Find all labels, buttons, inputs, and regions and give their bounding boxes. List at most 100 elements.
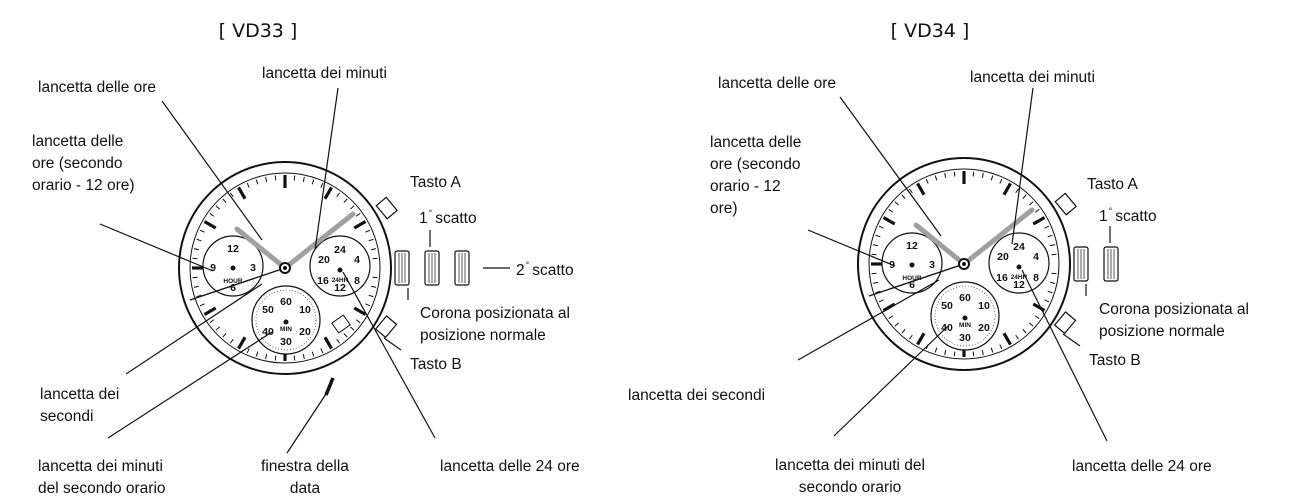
minute-tick [302,353,305,360]
minute-tick [1044,225,1050,229]
hour-marker [323,336,333,350]
minute-tick [972,351,975,357]
minute-tick [350,326,355,331]
minute-tick [343,198,348,203]
vd34-label-minutes-tz-1: lancetta dei minuti del [775,457,925,474]
vd33-ticks [192,175,378,361]
vd33-min-sub-60: 60 [280,296,292,308]
minute-tick [265,353,268,360]
vd34-min-sub-10: 10 [978,300,990,312]
minute-tick [343,333,348,338]
minute-tick [981,349,984,356]
hour-marker [353,306,367,316]
vd34-hour-hand [913,222,967,267]
hour-marker [237,336,247,350]
vd33-24h-sub-8: 8 [354,275,360,287]
vd34-leader-lines [797,87,1111,442]
minute-tick [320,182,324,188]
minute-tick [1015,188,1020,194]
hour-marker [203,220,217,230]
vd34-dial [868,168,1060,360]
minute-tick [1022,194,1027,199]
vd34-click1-text: scatto [1115,208,1156,225]
vd34-min-sub-30: 30 [959,332,971,344]
vd33-label-24h-hand: lancetta delle 24 ore [440,458,580,475]
vd34-label-crown-2: posizione normale [1099,323,1225,340]
minute-tick [888,315,894,320]
vd34-24h-sub-4: 4 [1033,251,1039,263]
vd33-24h-sub-label: 24HR [332,277,349,284]
minute-tick [192,257,198,260]
hour-marker [323,186,333,200]
vd34-24h-sub-12: 12 [1013,279,1025,291]
vd34-hour-sub-label: HOUR [902,275,921,282]
minute-tick [192,276,198,279]
minute-tick [355,212,361,217]
vd33-click1-text: scatto [435,210,476,227]
minute-tick [901,194,906,199]
vd34-button-b [1053,311,1077,335]
vd33-watch: 12 3 6 9 HOUR 24 4 8 12 16 20 24HR [178,161,470,375]
vd33-dial [189,172,381,364]
minute-tick [336,338,341,344]
minute-tick [999,344,1003,350]
minute-tick [372,276,378,279]
vd34-hour-sub-6: 6 [909,279,915,291]
minute-tick [908,188,913,194]
minute-tick [981,172,984,179]
minute-tick [215,326,220,331]
vd33-label-second-tz-hour-1: lancetta delle [32,133,123,150]
minute-tick [293,355,296,361]
vd33-label-hour-hand: lancetta delle ore [38,79,156,96]
vd34-24h-sub-8: 8 [1033,272,1039,284]
minute-tick [350,205,355,210]
hour-marker [882,216,896,226]
minute-tick [878,225,884,229]
minute-tick [1022,329,1027,334]
vd33-label-button-a: Tasto A [410,174,461,191]
hour-marker [916,332,926,346]
minute-tick [229,192,234,198]
vd34-label-click1: 1°scatto [1099,206,1157,225]
minute-tick [255,351,259,357]
vd34-crown-normal [1073,246,1089,282]
vd33-hour-sub-6: 6 [230,282,236,294]
vd34-watch: 12 3 6 9 HOUR 24 4 8 12 16 20 24HR [857,157,1119,371]
minute-tick [1029,322,1034,327]
minute-tick [320,348,324,354]
vd33-minute-subdial: 60 10 20 30 40 50 MIN [251,285,321,355]
vd34-label-button-b: Tasto B [1089,352,1141,369]
minute-tick [934,347,938,353]
vd34-crown-click1 [1103,246,1119,282]
vd34-label-second-tz-hour-3: orario - 12 [710,178,781,195]
minute-tick [990,347,994,353]
minute-tick [302,176,305,183]
vd34-24h-sub-20: 20 [997,251,1009,263]
vd33-crown-normal [394,250,410,286]
minute-tick [370,248,377,251]
vd34-minute-hand [961,207,1035,267]
vd33-min-sub-40: 40 [262,326,274,338]
vd34-seconds-hand [868,263,965,297]
minute-tick [894,322,899,327]
vd33-min-sub-10: 10 [299,304,311,316]
vd34-min-sub-60: 60 [959,292,971,304]
minute-tick [908,334,913,340]
vd33-label-minutes-tz-1: lancetta dei minuti [38,458,163,475]
minute-tick [215,205,220,210]
vd34-label-crown-1: Corona posizionata al [1099,301,1249,318]
minute-tick [265,176,268,183]
vd33-button-b [374,315,398,339]
minute-tick [193,285,200,288]
minute-tick [875,290,881,294]
hour-marker [1032,302,1046,312]
vd33-label-minute-hand: lancetta dei minuti [262,65,387,82]
vd34-diagram: [ VD34 ] 12 3 6 9 HOUR 24 4 8 12 16 [628,20,1249,496]
minute-tick [1034,208,1040,213]
vd33-hour-sub-12: 12 [227,243,239,255]
minute-tick [365,303,371,307]
minute-tick [944,349,947,356]
minute-tick [872,244,879,247]
vd33-min-sub-30: 30 [280,336,292,348]
vd33-leader-lines [99,87,510,454]
